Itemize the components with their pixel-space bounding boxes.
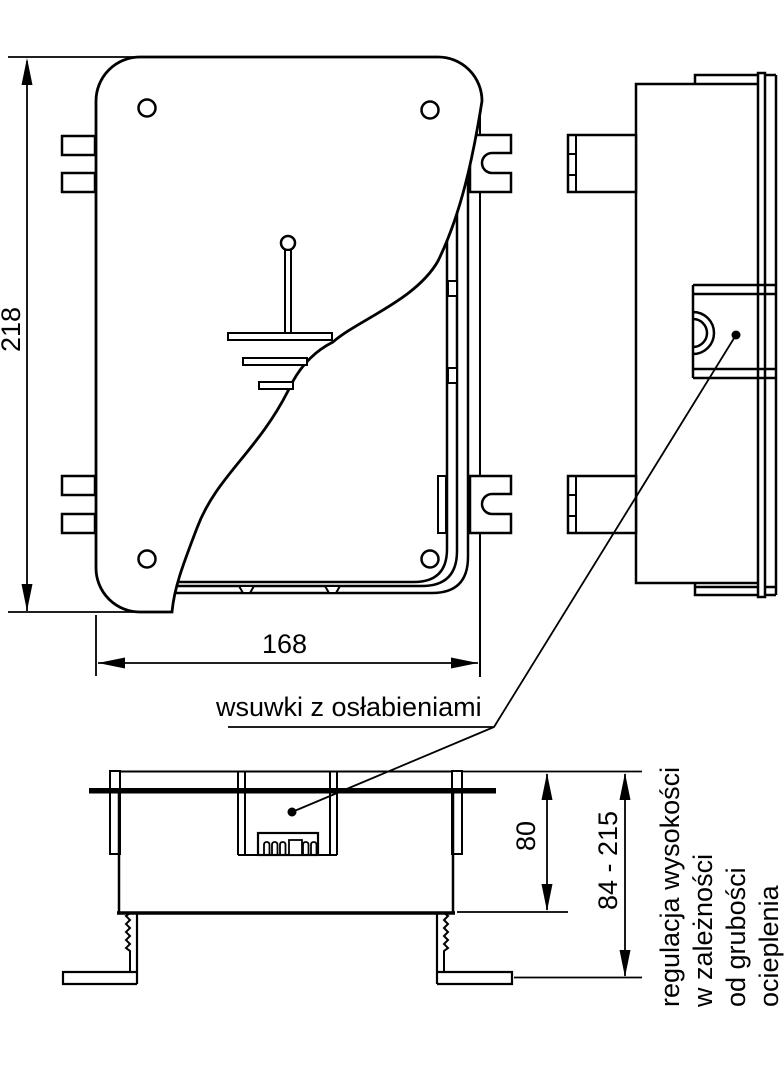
dim-width-label: 168 — [262, 629, 308, 659]
arrowhead-left — [98, 657, 125, 669]
serration — [124, 912, 132, 972]
leader-dot — [731, 330, 741, 340]
arrowhead-up — [541, 773, 553, 800]
dim-height-label: 218 — [0, 306, 26, 352]
arrowhead-up — [619, 773, 631, 800]
side-tab-block-upper — [566, 133, 638, 194]
box-rim-inner — [176, 205, 449, 584]
dimension-80 — [457, 770, 642, 913]
bottom-view — [61, 770, 514, 986]
front-view-box-interior — [176, 104, 513, 677]
mount-tab — [60, 134, 97, 157]
arrowhead-up — [21, 58, 33, 85]
arrowhead-right — [451, 657, 478, 669]
side-slide-detail — [691, 283, 776, 380]
foot — [437, 970, 514, 986]
leader-line-slides — [228, 330, 741, 817]
caption-line: w zależności — [688, 853, 718, 1007]
serration — [442, 912, 450, 972]
arrowhead-down — [541, 884, 553, 911]
adjustable-leg-left — [61, 912, 139, 986]
slides-annotation-label: wsuwki z osłabieniami — [216, 692, 482, 722]
dim-depth-label: 80 — [511, 820, 541, 851]
rim-tab — [447, 367, 458, 384]
mount-tab — [60, 474, 97, 497]
side-view — [566, 71, 778, 599]
screw-hole — [137, 98, 157, 118]
box-rim-outer — [176, 200, 459, 588]
dimension-84-215 — [514, 773, 642, 979]
front-view-details — [60, 98, 440, 569]
caption-line: od grubości — [721, 867, 751, 1007]
screw-hole — [137, 549, 157, 569]
rim-tab — [447, 280, 458, 297]
lid-lip-band — [89, 788, 496, 794]
arrowhead-down — [21, 584, 33, 611]
leader-dot — [287, 807, 297, 817]
adjustable-leg-right — [435, 912, 514, 986]
foot — [61, 970, 137, 986]
caption-line: ocieplenia — [754, 885, 784, 1007]
screw-hole — [420, 549, 440, 569]
dimension-218 — [8, 56, 140, 613]
dim-depth-range-label: 84 - 215 — [593, 810, 623, 910]
rim-notch — [237, 585, 256, 594]
comb-weakenings — [256, 831, 320, 857]
box-outer-edge — [176, 140, 470, 595]
dimension-168 — [95, 615, 478, 676]
side-body — [634, 82, 758, 585]
side-top-tab — [693, 73, 776, 84]
slide-clip-upper — [468, 133, 513, 194]
screw-hole — [420, 100, 440, 120]
height-adjust-caption: regulacja wysokości w zależności od grub… — [654, 767, 784, 1007]
rim-notch — [323, 585, 342, 594]
side-tab-block-lower — [566, 474, 638, 535]
hinge-bar — [437, 475, 447, 534]
mount-tab — [60, 171, 97, 194]
caption-line: regulacja wysokości — [655, 766, 685, 1007]
ground-symbol — [227, 234, 333, 390]
arrowhead-down — [619, 950, 631, 977]
mount-tab — [60, 512, 97, 535]
slide-clip-lower — [468, 474, 513, 535]
side-flange-plate — [756, 71, 767, 599]
